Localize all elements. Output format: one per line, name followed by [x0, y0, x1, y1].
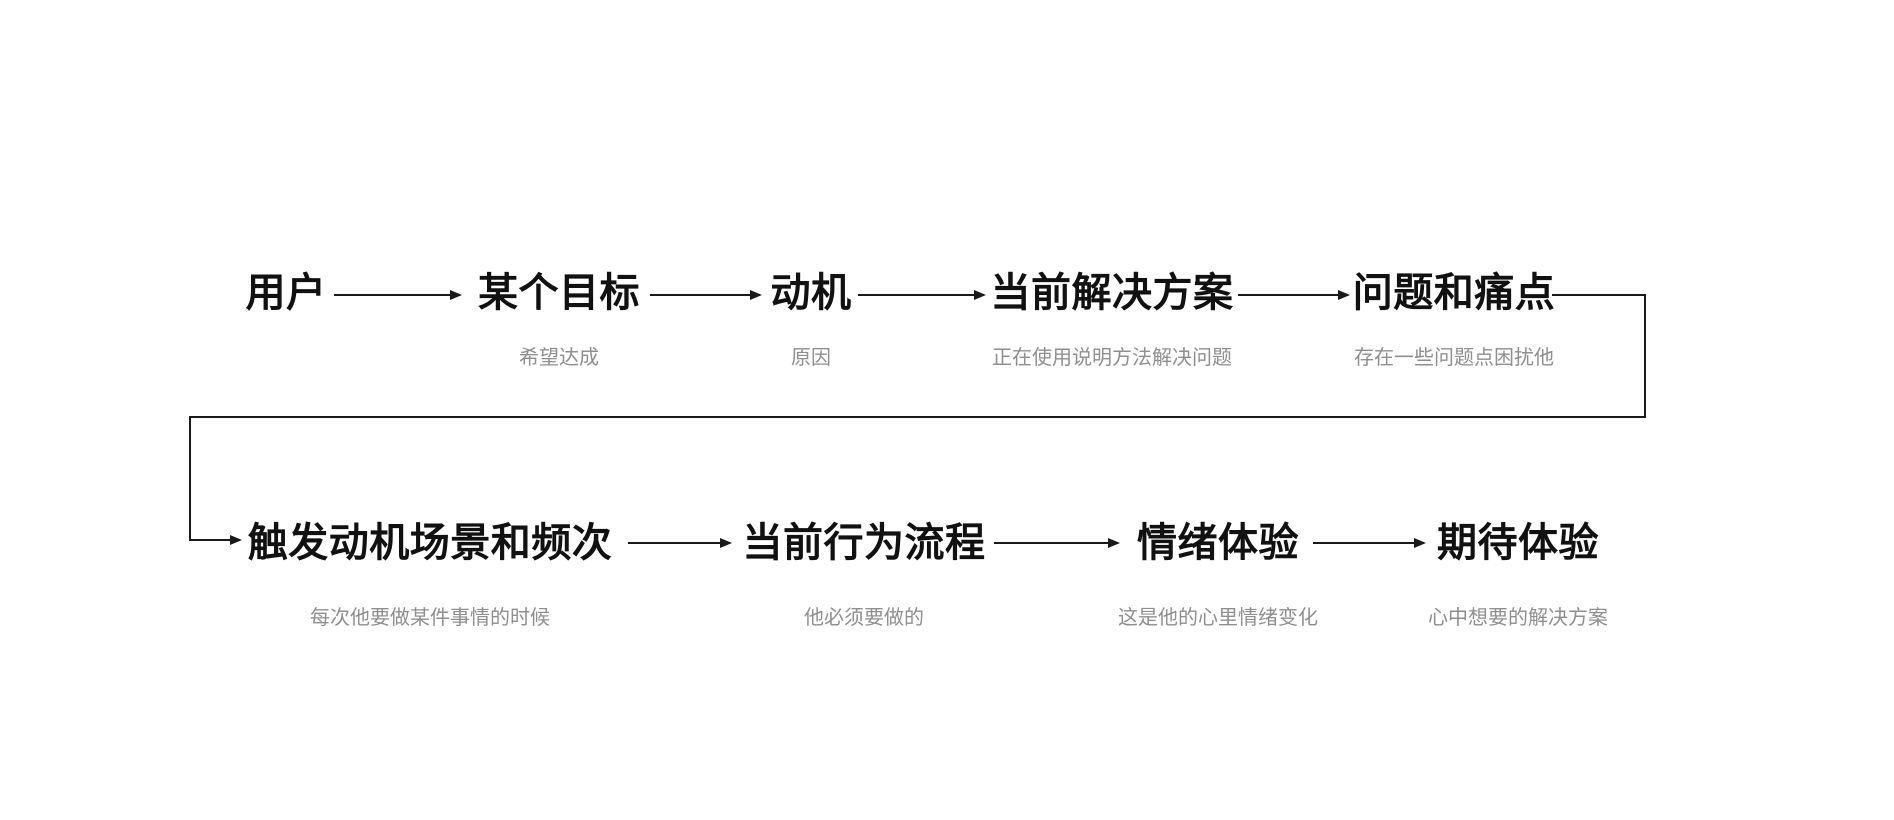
- node-title: 期待体验: [1437, 521, 1599, 565]
- node-emotional-experience[interactable]: 情绪体验 这是他的心里情绪变化: [1118, 520, 1318, 630]
- node-subtitle: 存在一些问题点困扰他: [1354, 347, 1554, 369]
- node-title: 用户: [245, 271, 327, 315]
- node-goal[interactable]: 某个目标 希望达成: [478, 270, 640, 370]
- node-title: 当前解决方案: [990, 271, 1234, 315]
- node-title: 动机: [770, 271, 852, 315]
- node-subtitle: 每次他要做某件事情的时候: [310, 607, 550, 629]
- node-current-solution[interactable]: 当前解决方案 正在使用说明方法解决问题: [991, 270, 1234, 370]
- node-title: 某个目标: [478, 271, 640, 315]
- node-user[interactable]: 用户: [246, 270, 327, 316]
- node-subtitle: 希望达成: [519, 347, 599, 369]
- node-subtitle: 正在使用说明方法解决问题: [992, 347, 1232, 369]
- node-subtitle: 心中想要的解决方案: [1428, 607, 1608, 629]
- node-title: 当前行为流程: [742, 521, 986, 565]
- node-subtitle: 原因: [791, 347, 831, 369]
- node-trigger-scene-frequency[interactable]: 触发动机场景和频次 每次他要做某件事情的时候: [248, 520, 613, 630]
- node-subtitle: 这是他的心里情绪变化: [1118, 607, 1318, 629]
- node-title: 情绪体验: [1137, 521, 1299, 565]
- node-current-behavior-flow[interactable]: 当前行为流程 他必须要做的: [743, 520, 986, 630]
- node-expected-experience[interactable]: 期待体验 心中想要的解决方案: [1428, 520, 1608, 630]
- node-title: 触发动机场景和频次: [247, 521, 613, 565]
- node-motivation[interactable]: 动机 原因: [771, 270, 852, 370]
- node-subtitle: 他必须要做的: [804, 607, 924, 629]
- node-pain-points[interactable]: 问题和痛点 存在一些问题点困扰他: [1353, 270, 1556, 370]
- node-title: 问题和痛点: [1352, 271, 1556, 315]
